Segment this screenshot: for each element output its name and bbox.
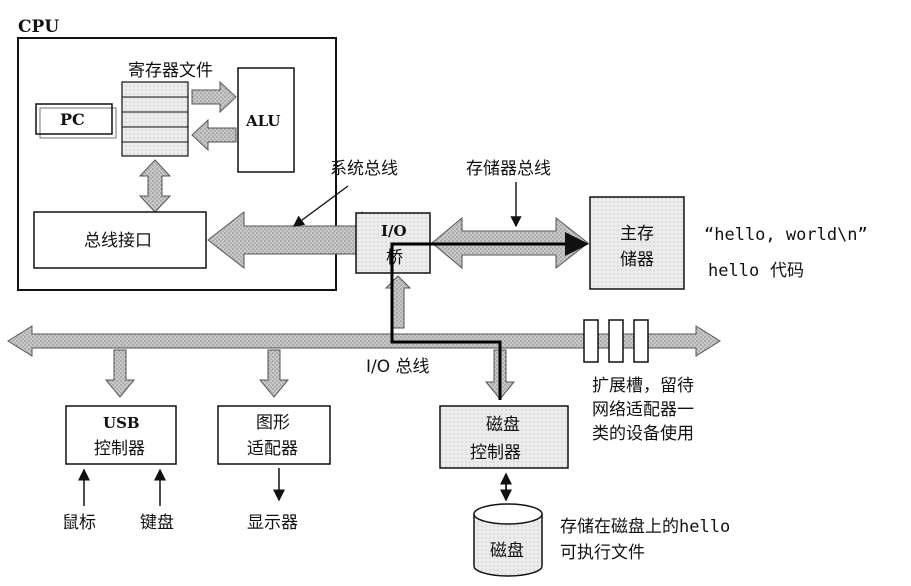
hello-code-prefix: hello <box>708 261 759 281</box>
data-path-to-disk <box>390 282 502 400</box>
disk-cylinder: 磁盘 <box>473 503 543 577</box>
hello-code-suffix: 代码 <box>770 261 804 281</box>
graphics-bus-arrow <box>258 349 290 398</box>
expansion-slots <box>583 319 649 363</box>
io-bridge-line1: I/O <box>381 222 407 240</box>
register-file-label: 寄存器文件 <box>128 61 213 81</box>
disk-note-prefix: 存储在磁盘上的 <box>560 517 679 537</box>
disk-controller-box <box>439 405 569 469</box>
hello-world-string: “hello, world\n” <box>704 225 868 245</box>
pc-register: PC <box>35 103 117 139</box>
graphics-line2: 适配器 <box>247 439 298 459</box>
cpu-label: CPU <box>18 17 59 37</box>
usb-line2: 控制器 <box>94 439 145 459</box>
expansion-note-line3: 类的设备使用 <box>592 423 694 444</box>
io-bus-label: I/O 总线 <box>366 357 430 377</box>
keyboard-label: 键盘 <box>140 513 174 533</box>
disk-note-line2: 可执行文件 <box>560 543 645 563</box>
bridge-io-connector <box>384 275 412 329</box>
disk-controller-line1: 磁盘 <box>486 415 520 435</box>
bus-interface-label: 总线接口 <box>84 231 152 251</box>
graphics-adapter-box <box>217 405 331 465</box>
alu: ALU <box>237 67 295 173</box>
usb-line1: USB <box>103 414 140 432</box>
expansion-note-line1: 扩展槽，留待 <box>592 376 694 396</box>
data-path-to-memory <box>390 232 589 282</box>
mouse-label: 鼠标 <box>62 513 96 533</box>
system-bus-pointer <box>292 185 349 227</box>
system-bus-label: 系统总线 <box>330 159 398 179</box>
expansion-note-line2: 网络适配器一 <box>592 400 694 420</box>
main-memory-line1: 主存 <box>620 224 654 244</box>
display-label: 显示器 <box>247 513 298 533</box>
bus-interface-box <box>33 211 207 269</box>
io-bus <box>7 325 721 357</box>
io-bridge-line2: 桥 <box>386 248 403 268</box>
alu-label: ALU <box>245 112 280 130</box>
pc-label: PC <box>60 110 85 129</box>
alu-to-reg-arrow <box>191 118 237 152</box>
disk-controller-line2: 控制器 <box>470 443 521 463</box>
main-memory-box <box>589 196 685 290</box>
memory-bus-label: 存储器总线 <box>466 159 551 179</box>
disk-note-mono: hello <box>679 517 730 537</box>
main-memory-line2: 储器 <box>620 250 654 270</box>
register-file <box>121 81 189 157</box>
graphics-line1: 图形 <box>256 413 290 433</box>
disk-note-line1: 存储在磁盘上的hello <box>560 517 730 537</box>
reg-to-alu-arrow <box>191 80 237 114</box>
disk-label: 磁盘 <box>490 541 524 561</box>
usb-controller-box <box>65 405 177 465</box>
usb-bus-arrow <box>104 349 136 398</box>
